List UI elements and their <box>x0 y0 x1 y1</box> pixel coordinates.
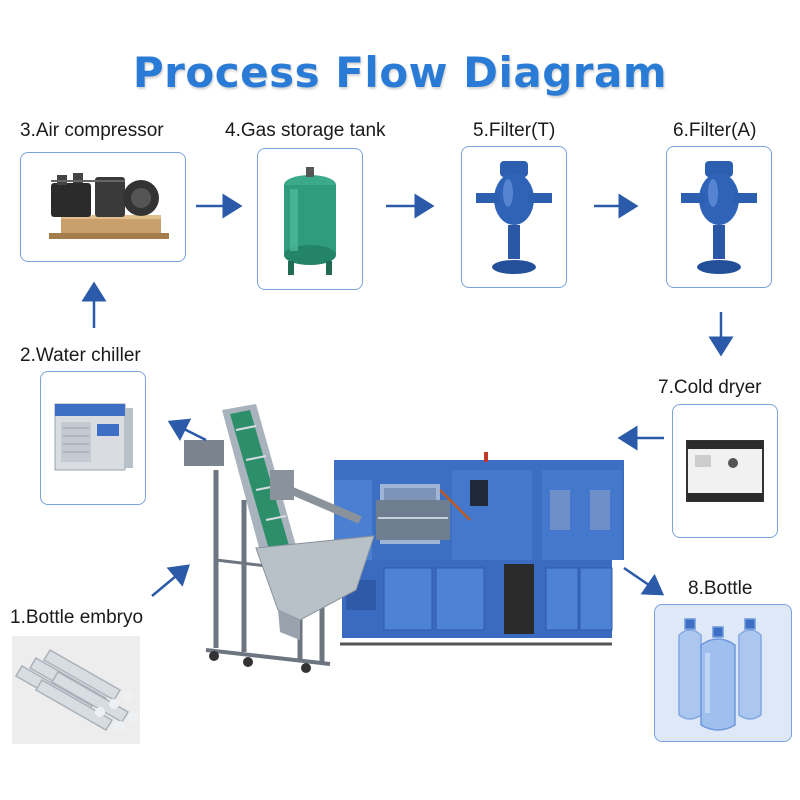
label-bottle-embryo: 1.Bottle embryo <box>10 607 144 628</box>
diagram-title: Process Flow Diagram <box>132 48 668 97</box>
air-compressor-box <box>20 152 186 262</box>
label-air-compressor: 3.Air compressor <box>20 120 164 141</box>
water-chiller-image <box>54 403 133 471</box>
arrow-embryo-to-machine <box>151 564 190 597</box>
air-compressor-image <box>49 173 169 239</box>
label-gas-storage-tank: 4.Gas storage tank <box>225 120 386 141</box>
water-bottles-image <box>678 618 762 731</box>
label-filter-a: 6.Filter(A) <box>673 120 757 141</box>
arrow-machine-to-chiller <box>167 418 207 442</box>
gas-tank-image <box>284 167 336 275</box>
filter-t-image <box>476 161 552 274</box>
label-cold-dryer: 7.Cold dryer <box>658 377 762 398</box>
preforms-image <box>14 648 139 732</box>
bottle-box <box>654 604 792 742</box>
filter-a-image <box>681 161 757 274</box>
gas-storage-tank-box <box>257 148 363 290</box>
label-water-chiller: 2.Water chiller <box>20 345 141 366</box>
filter-t-box <box>461 146 567 288</box>
water-chiller-box <box>40 371 146 505</box>
cold-dryer-image <box>686 440 764 502</box>
filter-a-box <box>666 146 772 288</box>
label-filter-t: 5.Filter(T) <box>473 120 556 141</box>
label-bottle: 8.Bottle <box>688 578 753 599</box>
bottle-embryo-box <box>12 636 140 744</box>
arrow-machine-to-bottle <box>623 566 665 596</box>
cold-dryer-box <box>672 404 778 538</box>
